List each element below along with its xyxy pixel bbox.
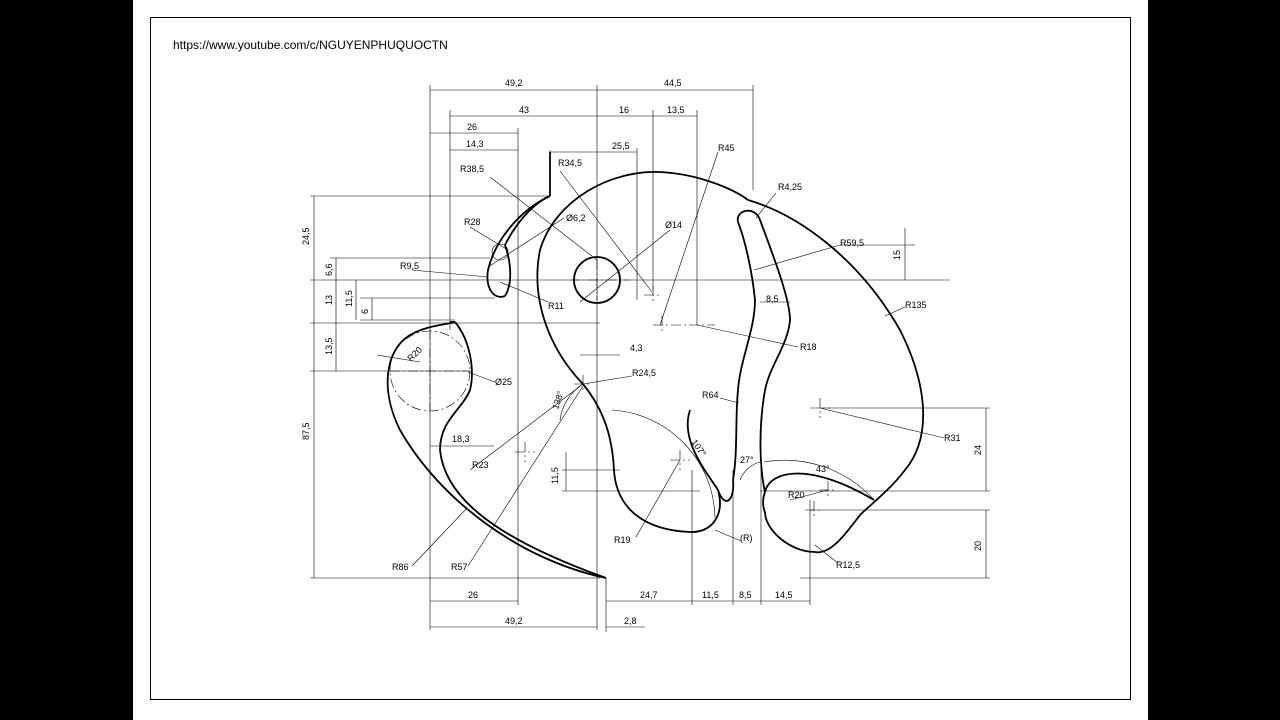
radius-r135: R135 bbox=[905, 300, 927, 310]
dimension-labels: 49,2 44,5 43 16 13,5 26 14,3 25,5 24,5 6… bbox=[301, 78, 983, 626]
dim-49-2-top: 49,2 bbox=[505, 78, 523, 88]
dim-11-5-bottom: 11,5 bbox=[702, 590, 719, 600]
radius-r24-5: R24,5 bbox=[632, 368, 656, 378]
dim-43-top: 43 bbox=[519, 105, 529, 115]
radius-r9-5: R9,5 bbox=[400, 261, 419, 271]
radius-d14: Ø14 bbox=[665, 220, 682, 230]
dim-13-5-top: 13,5 bbox=[667, 105, 685, 115]
dim-8-5-bottom: 8,5 bbox=[739, 590, 752, 600]
dim-8-5-mid: 8,5 bbox=[766, 294, 779, 304]
dim-87-5-left: 87,5 bbox=[301, 422, 311, 440]
radius-r11: R11 bbox=[548, 301, 564, 311]
dim-24-7-bottom: 24,7 bbox=[640, 590, 658, 600]
channel-url: https://www.youtube.com/c/NGUYENPHUQUOCT… bbox=[173, 38, 448, 52]
angle-43: 43° bbox=[816, 464, 830, 474]
radius-r86: R86 bbox=[392, 562, 409, 572]
dim-26-bottom: 26 bbox=[468, 590, 478, 600]
radius-r64: R64 bbox=[702, 390, 719, 400]
radius-r34-5: R34,5 bbox=[558, 158, 582, 168]
dim-24-right: 24 bbox=[973, 445, 983, 455]
radius-r57: R57 bbox=[451, 562, 468, 572]
radius-r45: R45 bbox=[718, 143, 735, 153]
dim-14-5-bottom: 14,5 bbox=[775, 590, 793, 600]
dim-11-5-left: 11,5 bbox=[344, 290, 354, 307]
dim-24-5-left: 24,5 bbox=[301, 227, 311, 245]
dim-26-top: 26 bbox=[467, 122, 477, 132]
angle-27: 27° bbox=[740, 455, 754, 465]
dim-13-5-left: 13,5 bbox=[324, 337, 334, 355]
radius-r31: R31 bbox=[944, 433, 961, 443]
drawing-sheet: https://www.youtube.com/c/NGUYENPHUQUOCT… bbox=[133, 0, 1148, 720]
dim-2-8-bottom: 2,8 bbox=[624, 616, 637, 626]
dim-14-3-top: 14,3 bbox=[466, 139, 484, 149]
radius-r28: R28 bbox=[464, 217, 481, 227]
radius-r59-5: R59,5 bbox=[840, 238, 864, 248]
dim-49-2-bottom: 49,2 bbox=[505, 616, 523, 626]
radius-r-ref: (R) bbox=[740, 533, 753, 543]
radius-r20-upper: R20 bbox=[405, 345, 424, 364]
radius-r23: R23 bbox=[472, 460, 489, 470]
dim-6-left: 6 bbox=[360, 309, 370, 314]
dim-16-top: 16 bbox=[619, 105, 629, 115]
radius-r4-25: R4,25 bbox=[778, 182, 802, 192]
construction-circle-d6-2 bbox=[491, 243, 509, 261]
radius-d25: Ø25 bbox=[495, 377, 512, 387]
dim-20-right: 20 bbox=[973, 541, 983, 551]
dim-18-3-mid: 18,3 bbox=[452, 434, 470, 444]
radius-r20-lower: R20 bbox=[788, 490, 805, 500]
radius-r38-5: R38,5 bbox=[460, 164, 484, 174]
radius-d6-2: Ø6,2 bbox=[566, 213, 586, 223]
drawing-frame bbox=[150, 17, 1131, 700]
dim-4-3-mid: 4,3 bbox=[630, 343, 643, 353]
dim-6-6-left: 6,6 bbox=[324, 263, 334, 276]
dim-15-right: 15 bbox=[892, 250, 902, 260]
dim-11-5-mid: 11,5 bbox=[550, 467, 560, 484]
radius-r12-5: R12,5 bbox=[836, 560, 860, 570]
dim-44-5-top: 44,5 bbox=[664, 78, 682, 88]
dim-25-5-top: 25,5 bbox=[612, 141, 630, 151]
part-outline bbox=[386, 152, 925, 579]
construction-circle-d25 bbox=[389, 330, 471, 412]
radius-r19: R19 bbox=[614, 535, 631, 545]
dim-13-left: 13 bbox=[324, 295, 334, 305]
radius-r18: R18 bbox=[800, 342, 817, 352]
